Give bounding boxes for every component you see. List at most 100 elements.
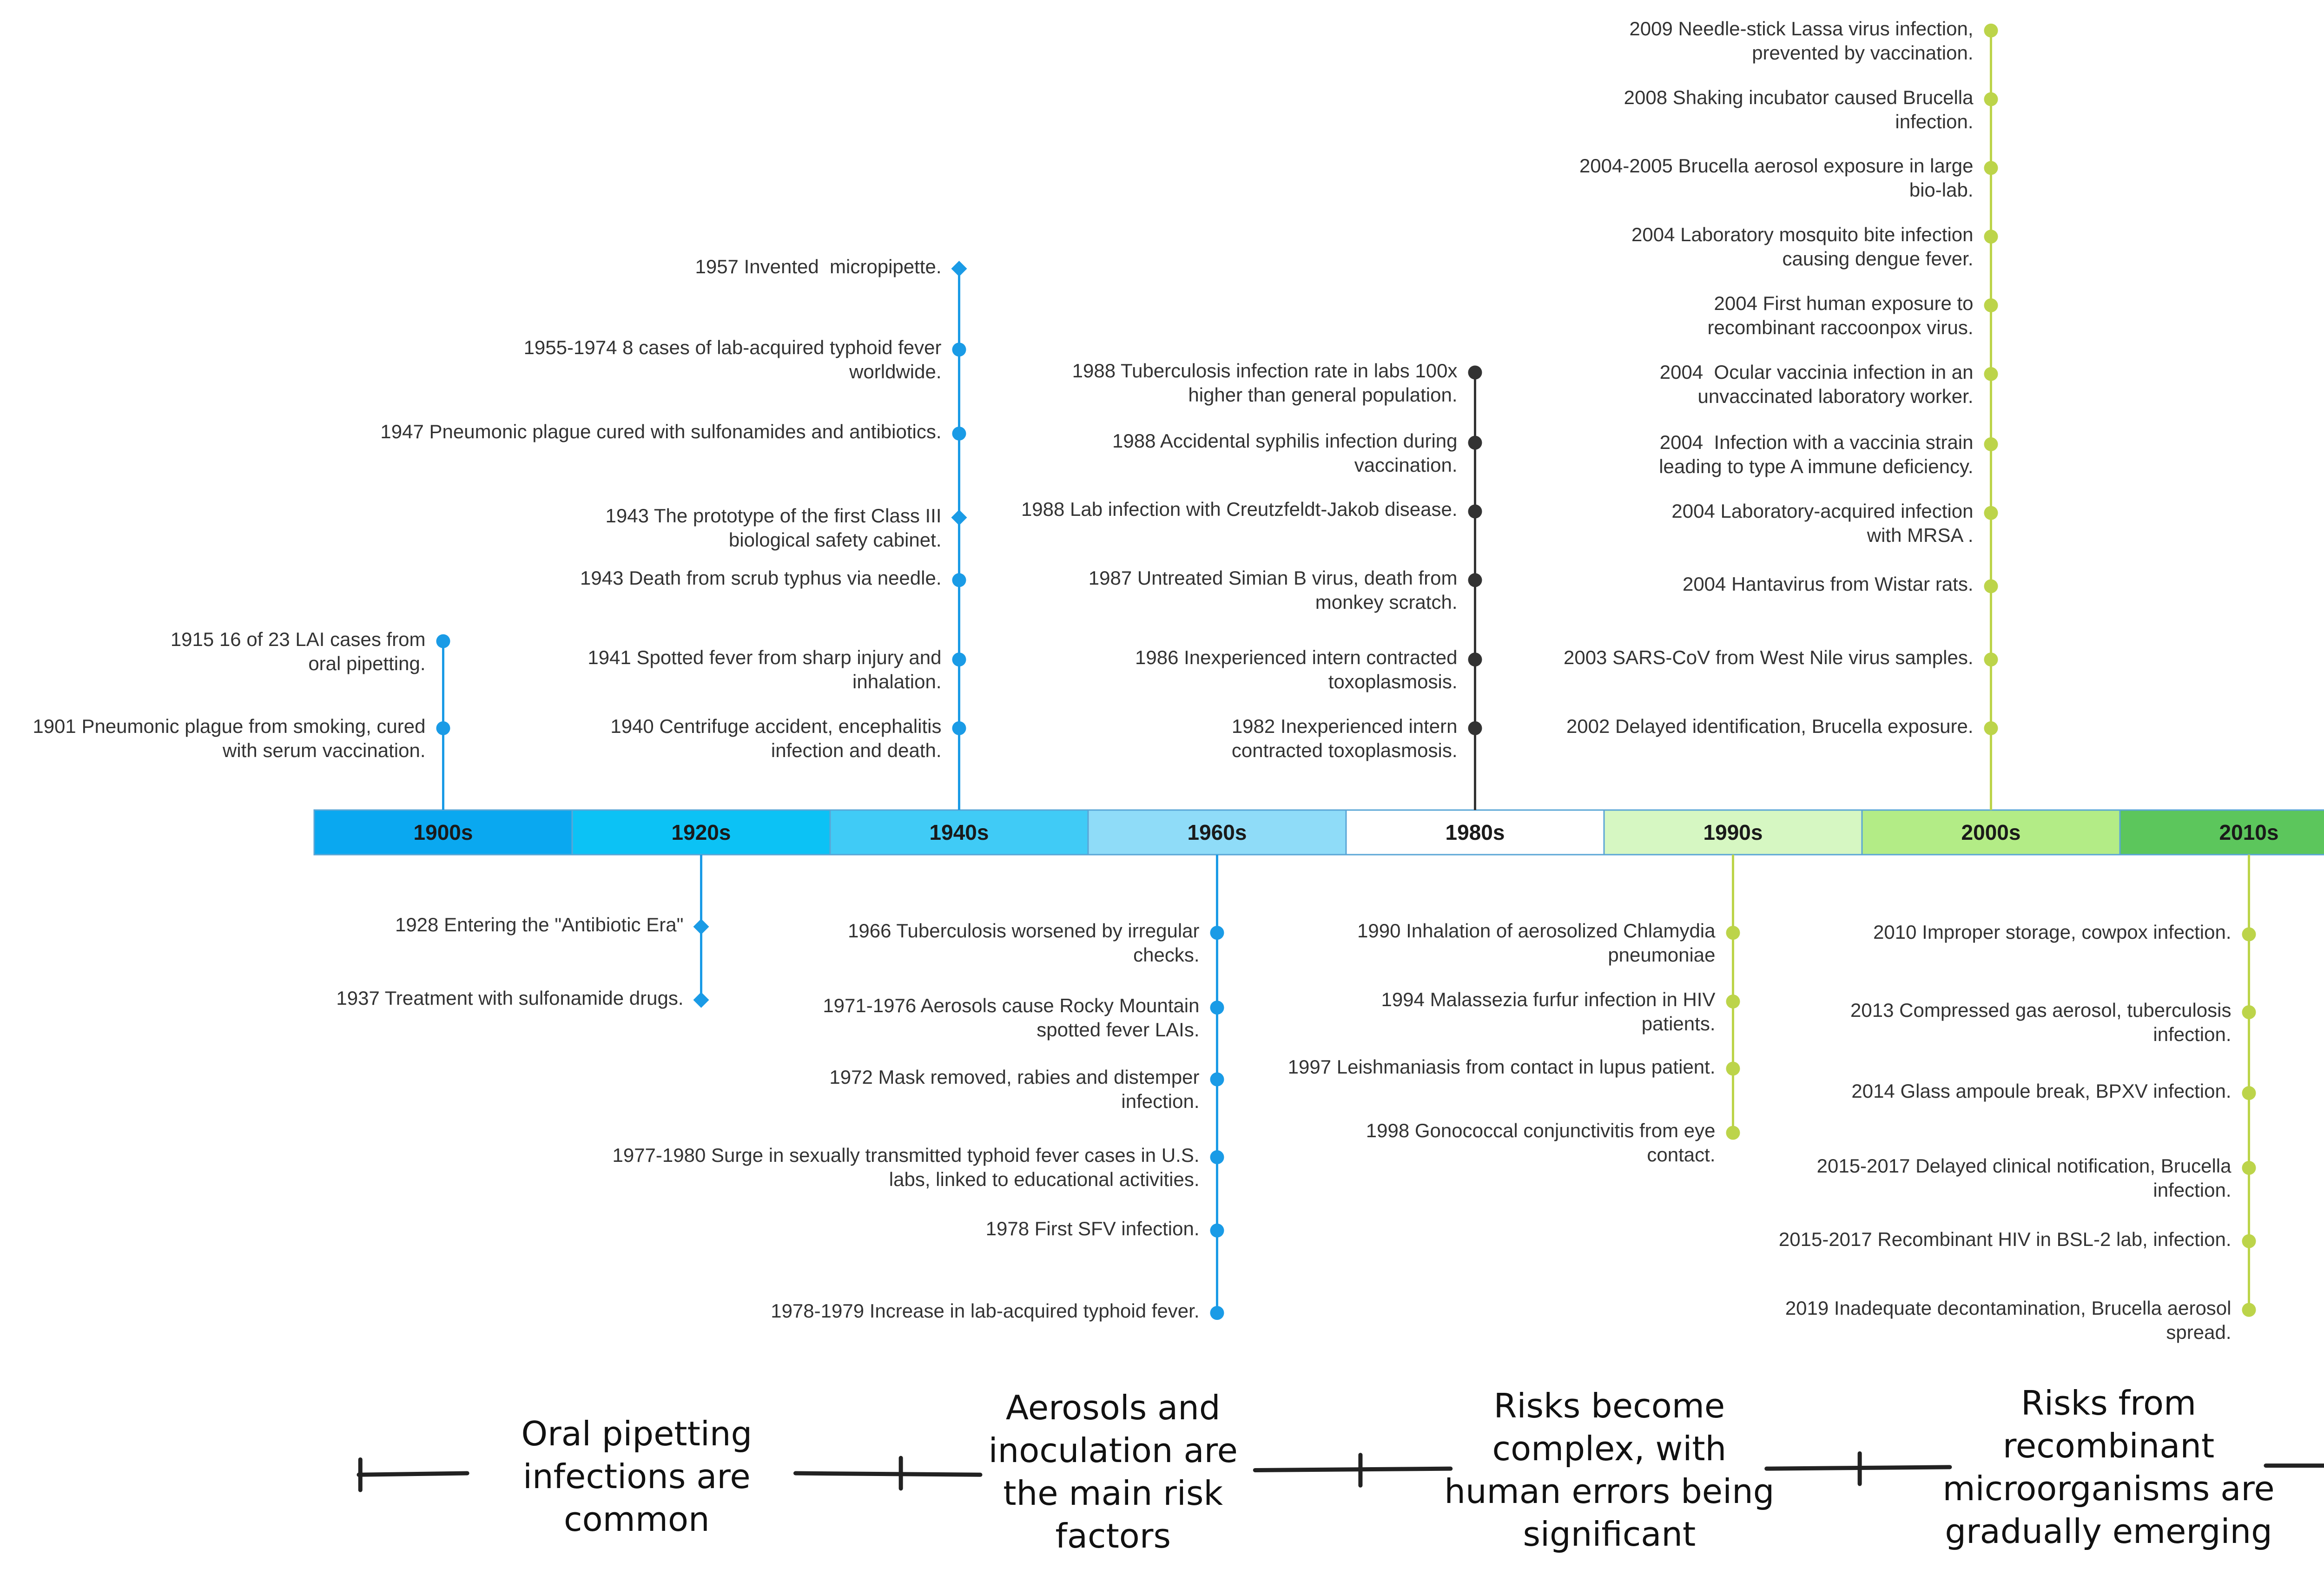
event-label: 1955-1974 8 cases of lab-acquired typhoi… [523,336,942,383]
era-segment-2000s [1861,809,2121,856]
event-label: 2004 Ocular vaccinia infection in an unv… [1659,361,1974,407]
event-label: 1901 Pneumonic plague from smoking, cure… [33,715,426,761]
event-marker-dot [2242,927,2256,942]
era-segment-1980s [1345,809,1605,856]
era-segment-1900s [313,809,573,856]
event-marker-dot [1726,1126,1740,1140]
event-label: 1971-1976 Aerosols cause Rocky Mountain … [823,995,1200,1041]
event-marker-diamond [693,992,709,1008]
event-label: 1915 16 of 23 LAI cases from oral pipett… [170,628,426,674]
event-marker-diamond [951,261,967,277]
phase-connector [357,1471,469,1477]
event-marker-dot [1468,573,1482,587]
event-marker-dot [1468,721,1482,735]
event-label: 2004 First human exposure to recombinant… [1707,292,1974,338]
event-marker-dot [1984,230,1998,244]
event-label: 1941 Spotted fever from sharp injury and… [588,646,942,693]
era-segment-2010s [2119,809,2324,856]
event-marker-dot [1210,926,1224,940]
event-label: 1940 Centrifuge accident, encephalitis i… [610,715,942,761]
event-marker-dot [1210,1001,1224,1015]
event-label: 1937 Treatment with sulfonamide drugs. [336,987,684,1009]
event-marker-dot [2242,1234,2256,1248]
event-label: 1978-1979 Increase in lab-acquired typho… [771,1300,1200,1322]
event-label: 1987 Untreated Simian B virus, death fro… [1088,567,1458,613]
event-marker-dot [436,634,450,648]
era-segment-1990s [1603,809,1863,856]
event-marker-dot [952,721,966,735]
phase-caption-2: Aerosols and inoculation are the main ri… [988,1388,1238,1555]
event-marker-dot [2242,1161,2256,1175]
era-label-1900s: 1900s [413,820,473,844]
event-marker-dot [1468,435,1482,450]
event-label: 2019 Inadequate decontamination, Brucell… [1785,1297,2232,1343]
era-label-1980s: 1980s [1445,820,1505,844]
event-marker-dot [952,573,966,587]
event-marker-dot [952,343,966,357]
event-marker-dot [1726,926,1740,940]
event-label: 1978 First SFV infection. [985,1217,1200,1239]
event-marker-dot [1210,1150,1224,1165]
event-marker-dot [436,721,450,735]
event-label: 2010 Improper storage, cowpox infection. [1873,921,2232,943]
phase-connector [1253,1466,1453,1472]
event-label: 1982 Inexperienced intern contracted tox… [1231,715,1458,761]
event-marker-dot [1984,298,1998,312]
event-label: 1928 Entering the "Antibiotic Era" [395,913,684,936]
event-marker-dot [1984,579,1998,593]
event-label: 1988 Tuberculosis infection rate in labs… [1072,359,1458,406]
event-marker-dot [1984,92,1998,106]
event-label: 2013 Compressed gas aerosol, tuberculosi… [1850,999,2232,1045]
event-label: 2008 Shaking incubator caused Brucella i… [1624,86,1974,132]
era-label-2010s: 2010s [2219,820,2279,844]
event-marker-diamond [693,918,709,935]
event-label: 2004 Laboratory mosquito bite infection … [1631,224,1974,270]
era-label-2000s: 2000s [1961,820,2021,844]
event-marker-dot [1726,1061,1740,1076]
event-label: 2009 Needle-stick Lassa virus infection,… [1629,17,1974,64]
event-label: 2002 Delayed identification, Brucella ex… [1566,715,1974,737]
event-marker-dot [1468,652,1482,667]
era-label-1960s: 1960s [1187,820,1247,844]
era-label-1990s: 1990s [1703,820,1763,844]
event-marker-dot [952,652,966,667]
event-label: 2003 SARS-CoV from West Nile virus sampl… [1563,646,1974,669]
event-marker-dot [952,426,966,441]
event-marker-dot [1984,161,1998,175]
event-label: 1947 Pneumonic plague cured with sulfona… [380,420,942,442]
event-label: 2015-2017 Recombinant HIV in BSL-2 lab, … [1778,1228,2232,1250]
event-marker-diamond [951,509,967,526]
event-label: 2004 Hantavirus from Wistar rats. [1682,573,1974,595]
event-marker-dot [1984,437,1998,451]
event-marker-dot [1984,367,1998,381]
event-label: 1977-1980 Surge in sexually transmitted … [612,1144,1200,1191]
event-marker-dot [2242,1086,2256,1101]
event-label: 1966 Tuberculosis worsened by irregular … [848,920,1200,966]
era-label-1940s: 1940s [929,820,989,844]
era-segment-1920s [571,809,831,856]
phase-caption-4: Risks from recombinant microorganisms ar… [1942,1383,2275,1551]
event-marker-dot [1210,1072,1224,1087]
event-marker-dot [1984,721,1998,735]
era-label-1920s: 1920s [671,820,731,844]
event-label: 1998 Gonococcal conjunctivitis from eye … [1366,1120,1716,1166]
event-label: 1988 Lab infection with Creutzfeldt-Jako… [1021,498,1458,521]
event-marker-dot [1210,1306,1224,1320]
event-marker-dot [2242,1005,2256,1019]
event-marker-dot [1984,506,1998,520]
event-marker-dot [1210,1223,1224,1238]
phase-caption-1: Oral pipetting infections are common [521,1414,753,1539]
phase-connector [793,1471,983,1477]
event-label: 2004 Infection with a vaccinia strain le… [1659,431,1974,477]
event-marker-dot [2242,1303,2256,1317]
event-label: 1943 Death from scrub typhus via needle. [580,567,942,589]
event-label: 1972 Mask removed, rabies and distemper … [829,1066,1200,1113]
event-label: 2014 Glass ampoule break, BPXV infection… [1851,1080,2232,1102]
event-label: 2004-2005 Brucella aerosol exposure in l… [1579,155,1974,201]
event-label: 1997 Leishmaniasis from contact in lupus… [1287,1055,1716,1078]
event-label: 2004 Laboratory-acquired infection with … [1671,500,1974,546]
event-label: 1943 The prototype of the first Class II… [605,504,942,551]
event-marker-dot [1984,652,1998,667]
